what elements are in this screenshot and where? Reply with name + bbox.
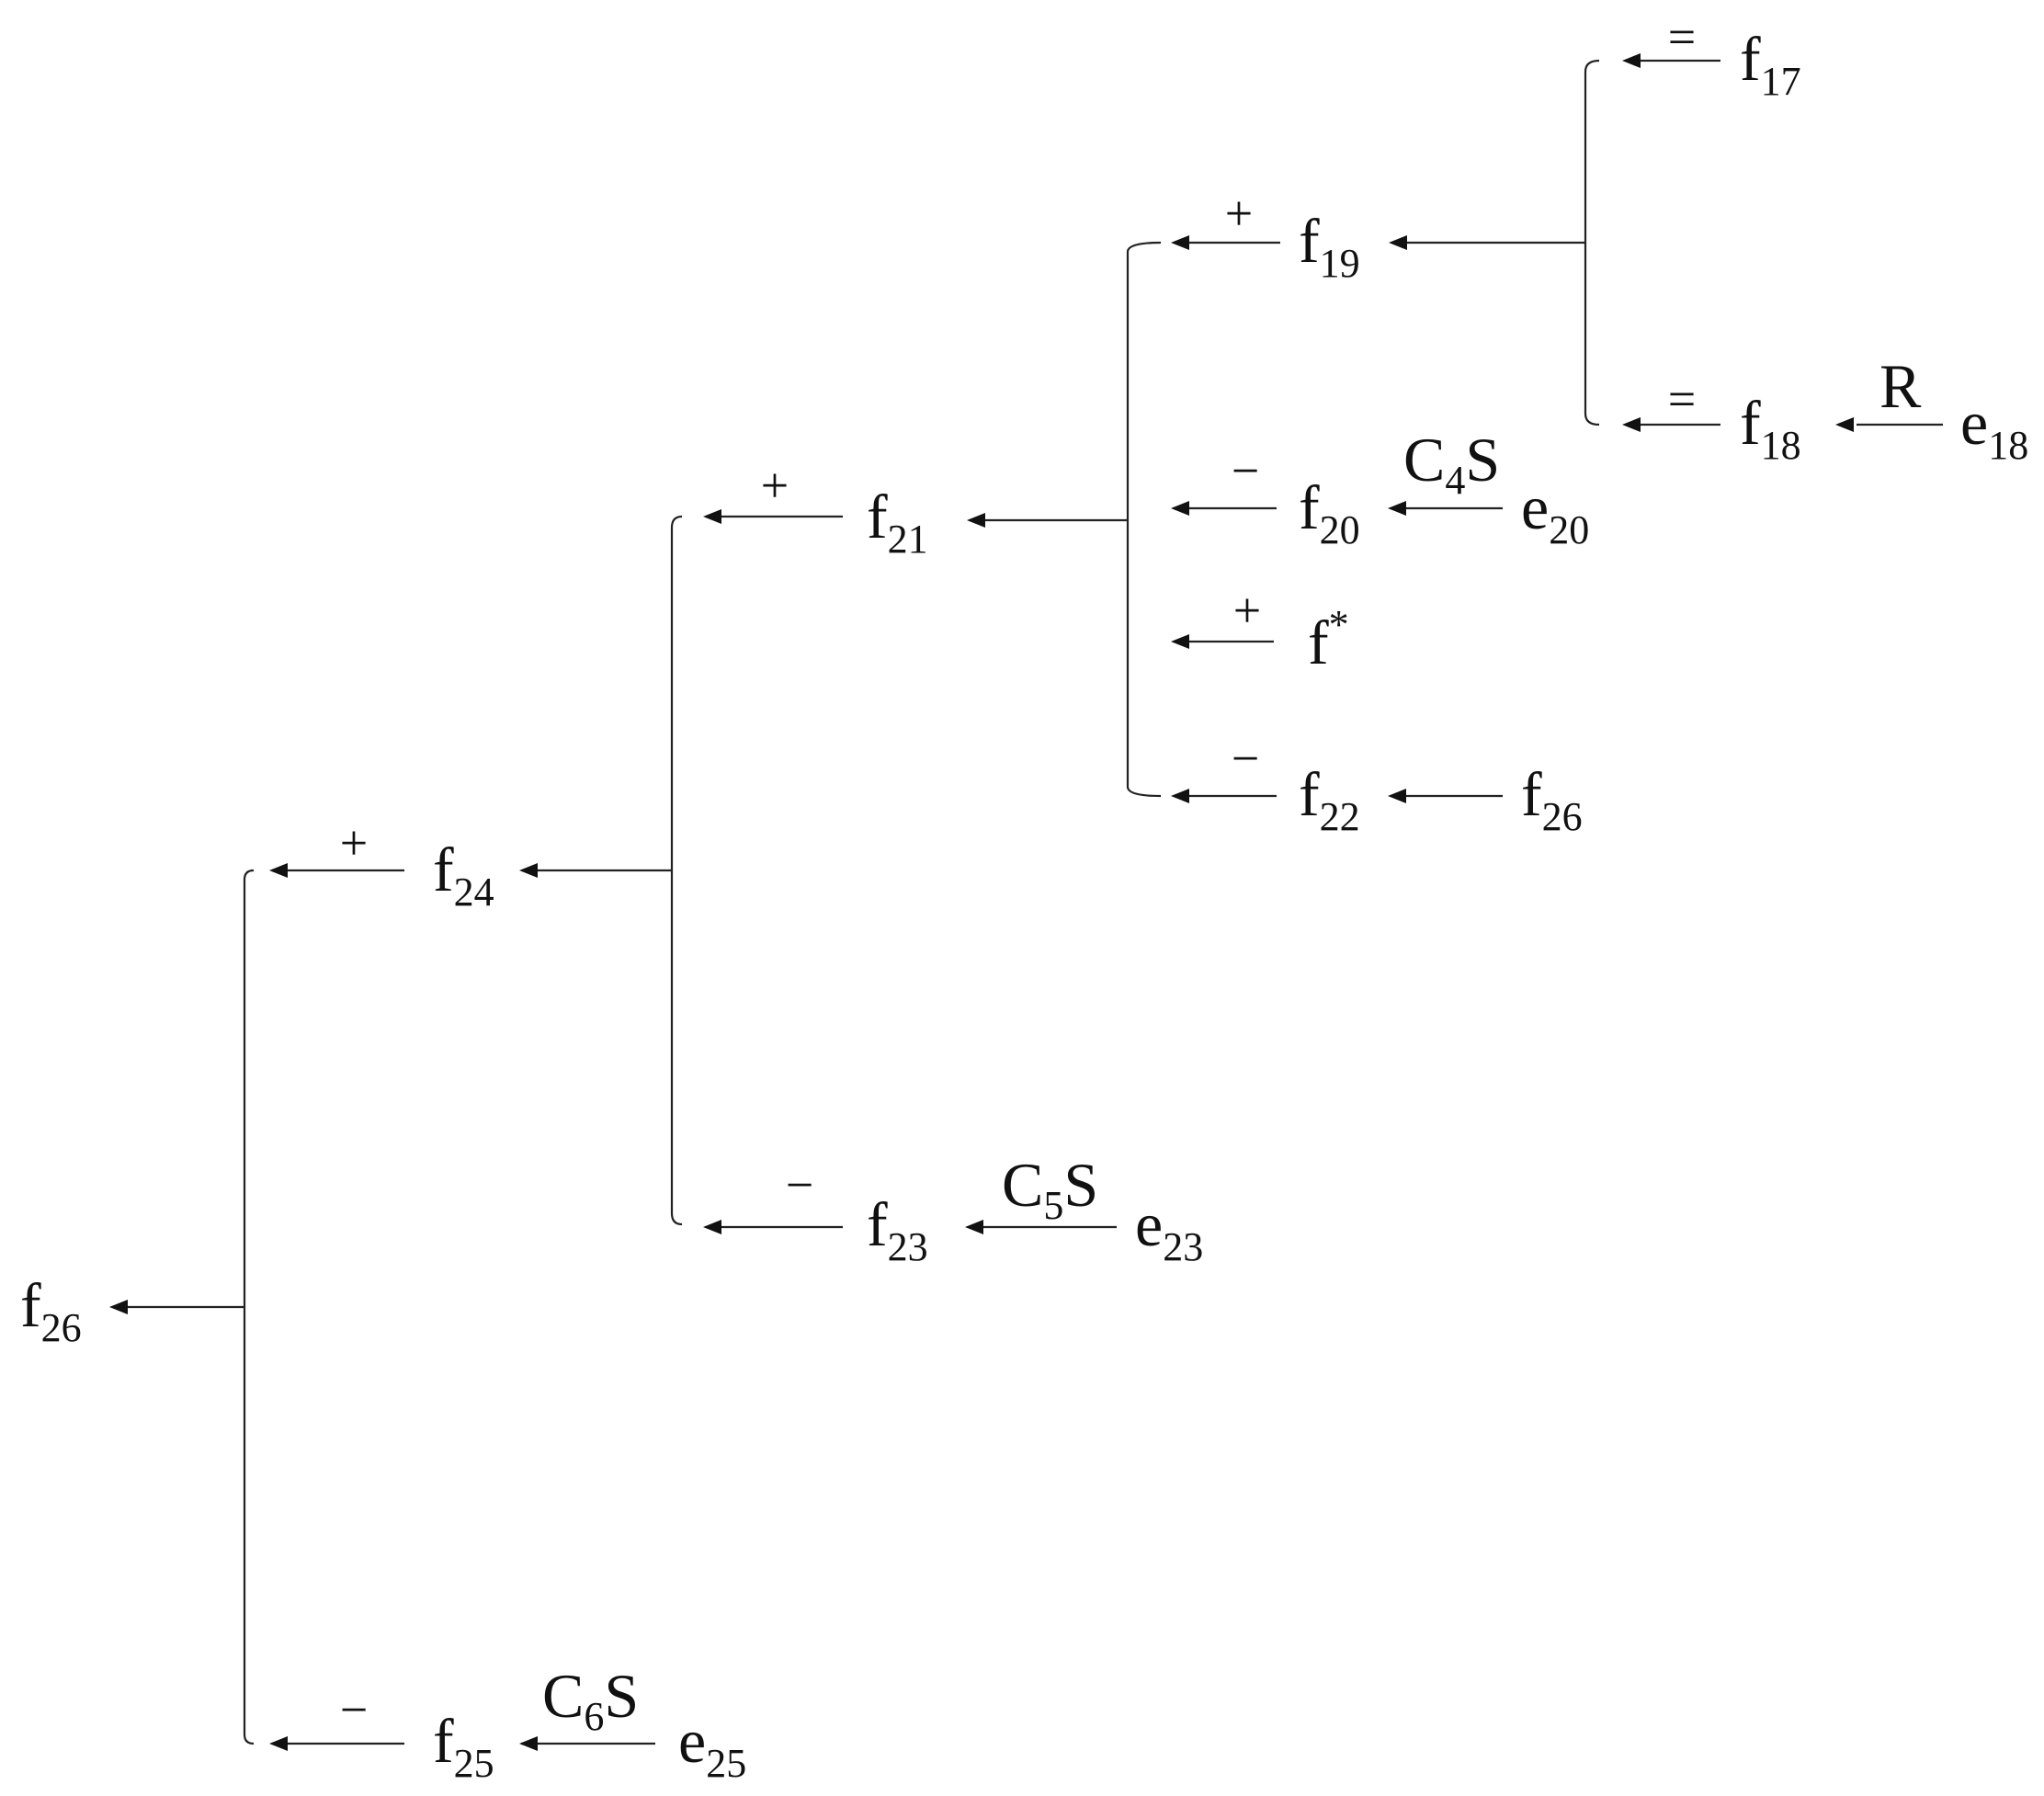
node-f19: f19 [1299,206,1360,286]
bracket-f21 [1126,241,1162,798]
arrowhead-f18-out [1622,417,1641,432]
arrowhead-f24-in [519,863,538,878]
arrowhead-f21-in [967,513,985,528]
node-f18: f18 [1740,388,1801,468]
node-labels: f26 f24 f25 e25 f21 f23 e23 f19 f20 e20 … [20,24,2028,1786]
node-f23: f23 [867,1189,928,1269]
arrowhead-f22-out [1171,789,1189,803]
node-e25: e25 [678,1706,746,1786]
arrowhead-f23-out [703,1220,721,1234]
node-f17: f17 [1740,24,1801,104]
sign-f22: − [1232,731,1259,786]
arrowhead-f26-in [109,1300,128,1314]
operator-r: R [1879,351,1922,421]
sign-f21: + [761,458,789,513]
arrowhead-f21-out [703,509,721,524]
arrowhead-f20-in [1388,501,1406,516]
sign-f18: = [1668,371,1696,426]
connector-lines [116,59,1943,1745]
arrowhead-f23-in [965,1220,983,1234]
operator-c4s: C4S [1403,425,1500,503]
node-e23: e23 [1135,1189,1203,1269]
sign-f23: − [786,1157,813,1212]
bracket-f24 [670,515,683,1226]
node-f25: f25 [433,1706,494,1786]
arrowhead-f17-out [1622,53,1641,68]
operator-labels: C6S C5S C4S R [542,351,1922,1739]
arrowhead-f19-in [1389,235,1407,250]
node-f24: f24 [433,835,494,915]
arrowheads [109,53,1854,1751]
node-f20: f20 [1299,472,1360,552]
sign-f20: − [1232,443,1259,498]
arrowhead-f18-in [1835,417,1854,432]
operator-c5s: C5S [1002,1150,1098,1228]
sign-f17: = [1668,9,1696,64]
arrowhead-f24-out [269,863,288,878]
node-e18: e18 [1960,388,2028,468]
node-f26-leaf: f26 [1521,759,1583,839]
arrowhead-f19-out [1171,235,1189,250]
edge-signs: + − + − + − + − = = [340,9,1696,1737]
bracket-f26 [243,869,255,1745]
arrowhead-fstar-out [1171,634,1189,649]
node-f26-root: f26 [20,1270,82,1350]
node-e20: e20 [1521,472,1589,552]
node-fstar: f* [1308,602,1349,677]
sign-f25: − [340,1682,368,1737]
sign-f24: + [340,815,368,870]
arrowhead-f22-in [1388,789,1406,803]
arrowhead-f25-out [269,1736,288,1751]
operator-c6s: C6S [542,1661,639,1739]
arrowhead-f25-in [519,1736,538,1751]
sign-f19: + [1225,186,1253,241]
bracket-f19 [1584,59,1600,426]
node-f22: f22 [1299,759,1360,839]
node-f21: f21 [867,482,928,562]
arrowhead-f20-out [1171,501,1189,516]
sign-fstar: + [1233,583,1261,638]
